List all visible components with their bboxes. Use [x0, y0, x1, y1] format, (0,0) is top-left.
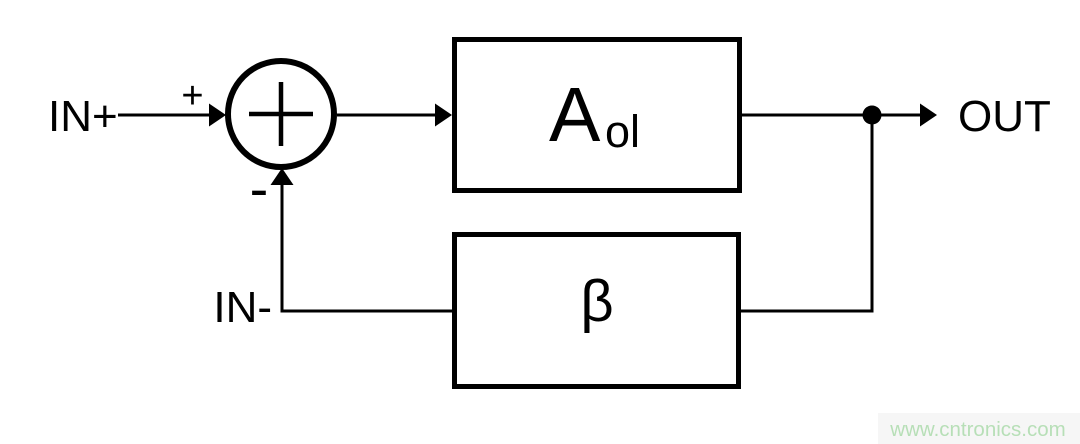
input-negative-label: IN-: [213, 283, 272, 332]
forward-gain-block: [452, 37, 742, 193]
arrowhead-into-summer-bottom-icon: [270, 168, 294, 185]
takeoff-node-dot: [862, 105, 882, 125]
feedback-block-label: β: [580, 269, 613, 334]
arrowhead-into-aol-icon: [435, 103, 452, 127]
forward-gain-subscript: ol: [605, 106, 640, 157]
arrowhead-to-out-icon: [920, 103, 937, 127]
input-positive-label: IN+: [48, 92, 118, 141]
output-label: OUT: [958, 92, 1051, 141]
watermark-band: [878, 413, 1080, 444]
forward-gain-label: A: [549, 72, 601, 158]
minus-sign-label: -: [250, 157, 269, 220]
feedback-block: [452, 232, 741, 389]
plus-sign-label: +: [181, 75, 203, 117]
wire-output-to-beta: [741, 115, 874, 313]
wire-beta-to-summer: [280, 185, 452, 313]
wires: [118, 113, 922, 313]
summing-junction-plus-icon: [249, 82, 313, 146]
watermark-text: www.cntronics.com: [889, 418, 1065, 441]
arrowheads: [209, 103, 937, 185]
arrowhead-into-summer-icon: [209, 103, 226, 127]
